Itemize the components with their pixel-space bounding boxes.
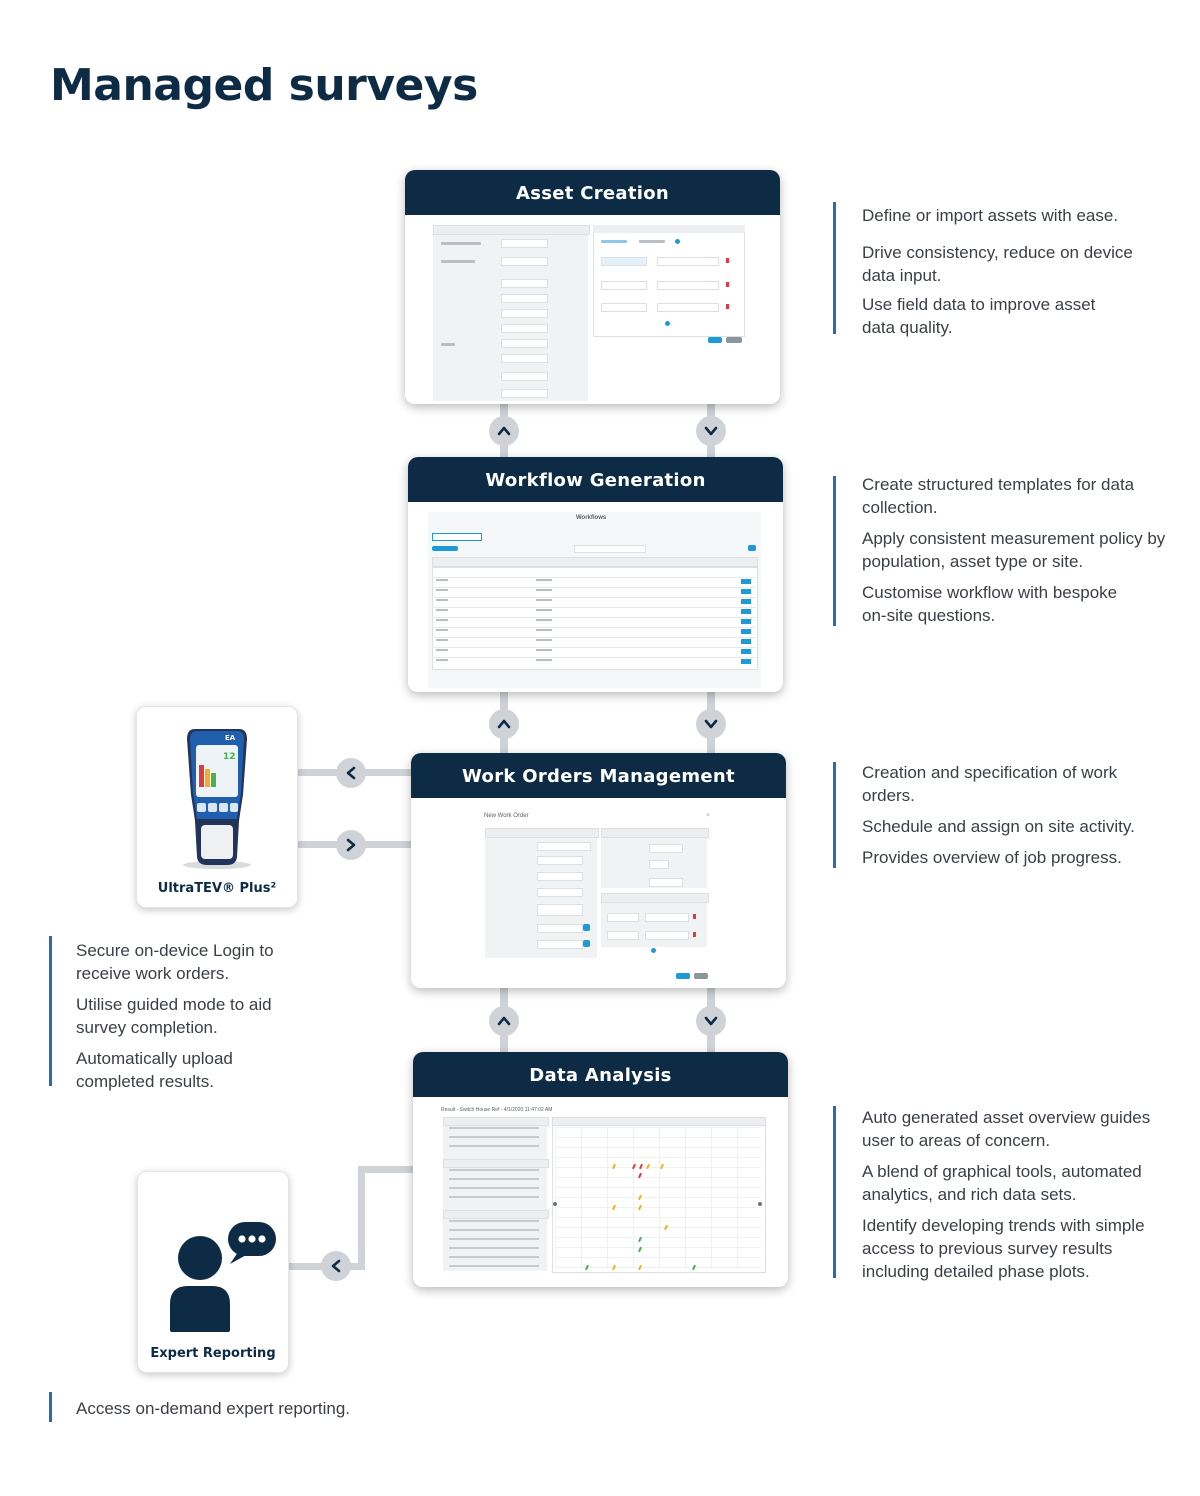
desc-line: Utilise guided mode to aid survey comple… bbox=[76, 995, 272, 1037]
expert-description: Access on-demand expert reporting. bbox=[76, 1397, 416, 1428]
workflow-description: Create structured templates for data col… bbox=[862, 473, 1167, 635]
panel-title: Data Analysis bbox=[413, 1052, 788, 1097]
desc-line: Auto generated asset overview guides use… bbox=[862, 1108, 1151, 1150]
result-heading: Result - Switch House Ref - 4/1/2020 11:… bbox=[441, 1107, 553, 1113]
desc-accent-bar bbox=[49, 1392, 52, 1422]
desc-accent-bar bbox=[833, 202, 836, 334]
panel-title: Workflow Generation bbox=[408, 457, 783, 502]
desc-line: Identify developing trends with simple a… bbox=[862, 1216, 1145, 1281]
device-reading: 12 bbox=[223, 752, 236, 762]
data-analysis-screenshot: Result - Switch House Ref - 4/1/2020 11:… bbox=[413, 1097, 788, 1287]
desc-line: A blend of graphical tools, automated an… bbox=[862, 1162, 1142, 1204]
desc-line: Provides overview of job progress. bbox=[862, 848, 1122, 867]
asset-creation-screenshot bbox=[405, 215, 780, 404]
desc-accent-bar bbox=[833, 476, 836, 626]
desc-accent-bar bbox=[833, 762, 836, 868]
desc-accent-bar bbox=[833, 1106, 836, 1278]
workflows-heading: Workflows bbox=[576, 515, 607, 521]
device-label: UltraTEV® Plus² bbox=[157, 881, 277, 896]
work-orders-screenshot: New Work Order × bbox=[411, 798, 786, 988]
asset-creation-description: Define or import assets with ease. Drive… bbox=[862, 204, 1162, 347]
desc-line: Automatically upload completed results. bbox=[76, 1049, 233, 1091]
person-chat-icon bbox=[170, 1222, 276, 1332]
desc-line: Creation and specification of work order… bbox=[862, 763, 1118, 805]
workflow-screenshot: Workflows bbox=[408, 502, 783, 692]
work-orders-panel: Work Orders Management New Work Order × bbox=[411, 753, 786, 988]
chevron-left-icon bbox=[321, 1251, 351, 1281]
chevron-down-icon bbox=[696, 709, 726, 739]
desc-line: Define or import assets with ease. bbox=[862, 206, 1119, 225]
chevron-down-icon bbox=[696, 1006, 726, 1036]
desc-accent-bar bbox=[49, 936, 52, 1086]
desc-line: Drive consistency, reduce on device data… bbox=[862, 243, 1133, 285]
desc-line: Secure on-device Login to receive work o… bbox=[76, 941, 274, 983]
panel-title: Work Orders Management bbox=[411, 753, 786, 798]
ultratev-device-icon: 12 EA bbox=[183, 729, 251, 869]
desc-line: Apply consistent measurement policy by p… bbox=[862, 529, 1166, 571]
desc-line: Create structured templates for data col… bbox=[862, 475, 1135, 517]
close-icon: × bbox=[706, 813, 710, 819]
connector-analysis-h bbox=[358, 1166, 414, 1173]
workflow-generation-panel: Workflow Generation Workflows bbox=[408, 457, 783, 692]
desc-line: Use field data to improve asset data qua… bbox=[862, 295, 1096, 337]
desc-line: Schedule and assign on site activity. bbox=[862, 817, 1135, 836]
asset-creation-panel: Asset Creation bbox=[405, 170, 780, 404]
desc-line: Customise workflow with bespoke on-site … bbox=[862, 583, 1118, 625]
expert-label: Expert Reporting bbox=[150, 1346, 276, 1361]
device-brand: EA bbox=[225, 734, 236, 742]
connector-analysis-v bbox=[358, 1166, 365, 1270]
data-analysis-panel: Data Analysis Result - Switch House Ref … bbox=[413, 1052, 788, 1287]
new-work-order-heading: New Work Order bbox=[484, 813, 529, 819]
chevron-right-icon bbox=[336, 830, 366, 860]
chevron-left-icon bbox=[336, 758, 366, 788]
desc-line: Access on-demand expert reporting. bbox=[76, 1399, 351, 1418]
device-description: Secure on-device Login to receive work o… bbox=[76, 939, 276, 1101]
work-orders-description: Creation and specification of work order… bbox=[862, 761, 1162, 877]
data-analysis-description: Auto generated asset overview guides use… bbox=[862, 1106, 1167, 1291]
panel-title: Asset Creation bbox=[405, 170, 780, 215]
chevron-up-icon bbox=[489, 1006, 519, 1036]
chevron-up-icon bbox=[489, 416, 519, 446]
chevron-up-icon bbox=[489, 709, 519, 739]
expert-reporting-card: Expert Reporting bbox=[137, 1171, 289, 1373]
ultratev-device-card: 12 EA UltraTEV® Plus² bbox=[136, 706, 298, 908]
chevron-down-icon bbox=[696, 416, 726, 446]
page-title: Managed surveys bbox=[50, 60, 478, 111]
